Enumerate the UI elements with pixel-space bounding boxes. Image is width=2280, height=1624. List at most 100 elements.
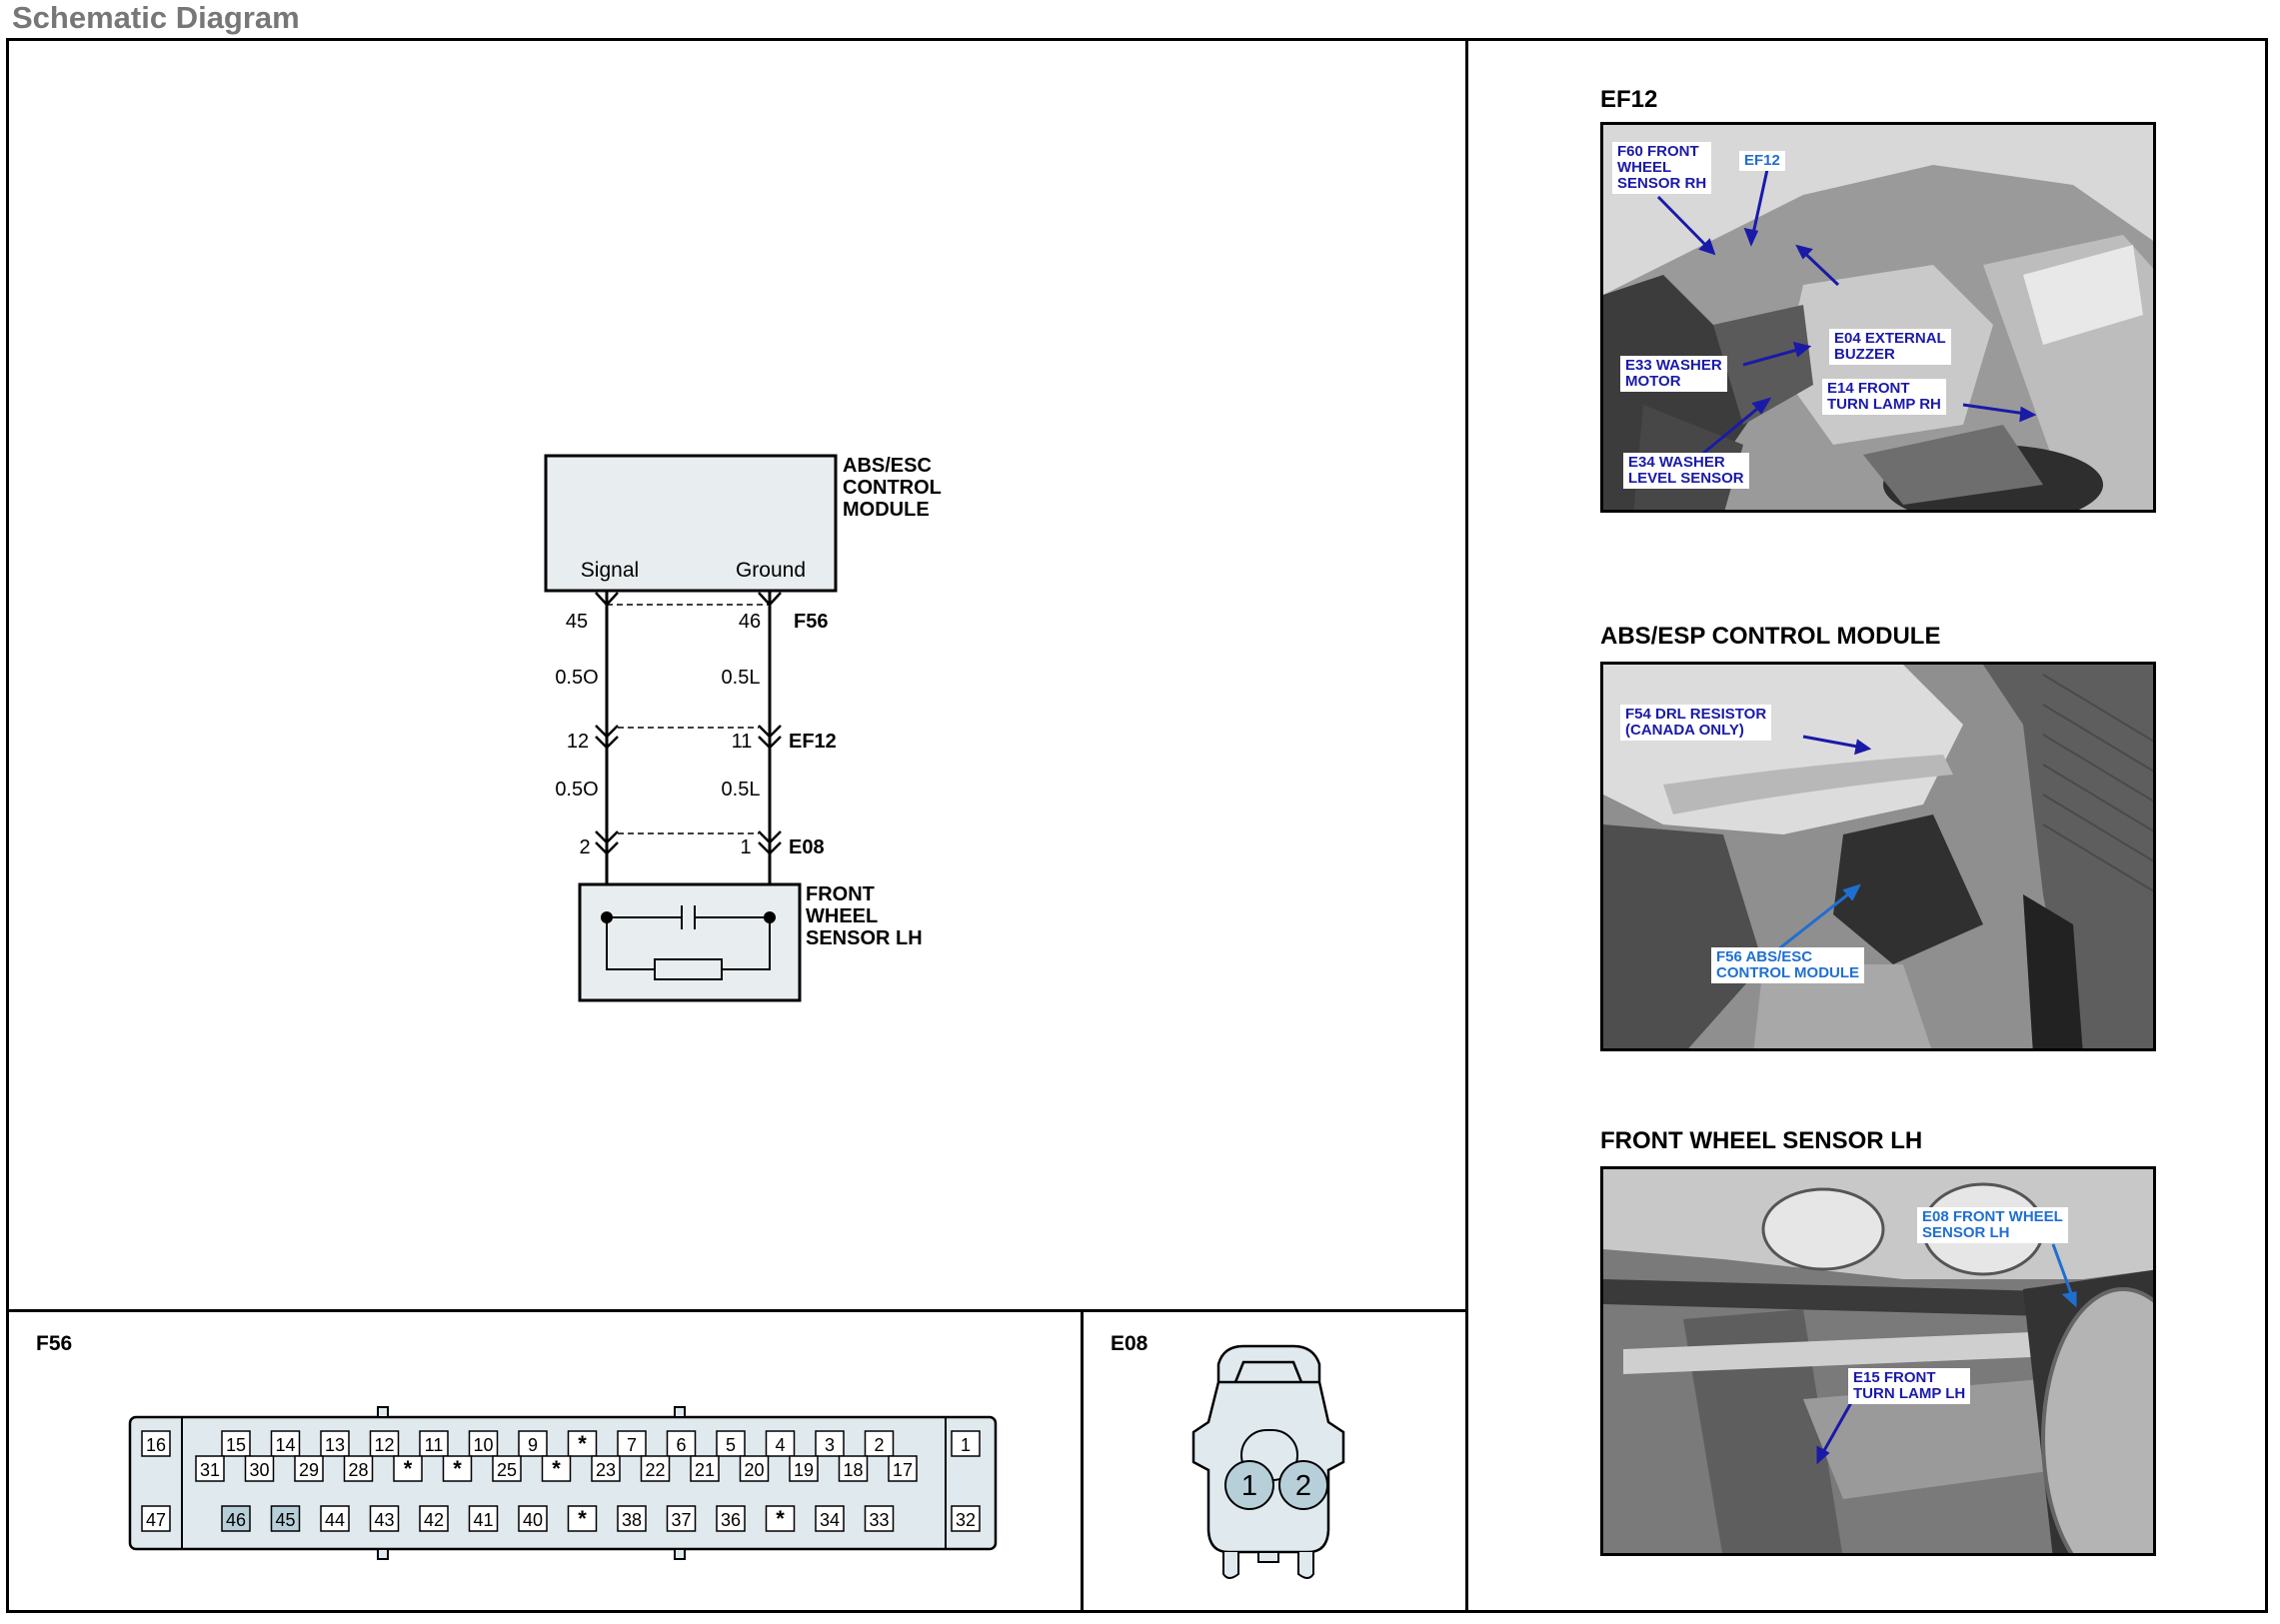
wire-spec-left-2: 0.5O xyxy=(555,779,598,801)
svg-text:22: 22 xyxy=(645,1460,665,1480)
svg-text:45: 45 xyxy=(275,1510,295,1530)
wire-spec-right-2: 0.5L xyxy=(722,779,761,801)
signal-pin-label: Signal xyxy=(581,559,639,582)
f56-pin-row3-10: 37 xyxy=(666,1505,697,1532)
svg-text:*: * xyxy=(453,1456,462,1481)
f56-pin-row2-14: 17 xyxy=(888,1455,918,1482)
callout-e33-washer-motor: E33 WASHER MOTOR xyxy=(1620,356,1727,392)
svg-text:47: 47 xyxy=(146,1510,166,1530)
svg-text:19: 19 xyxy=(794,1460,814,1480)
sensor-label-line3: SENSOR LH xyxy=(806,927,923,949)
svg-text:17: 17 xyxy=(893,1460,913,1480)
e08-connector-name: E08 xyxy=(789,836,825,858)
callout-e15-front-turn-lamp-lh: E15 FRONT TURN LAMP LH xyxy=(1848,1368,1971,1404)
svg-text:40: 40 xyxy=(523,1510,543,1530)
ef12-terminal-right-b xyxy=(758,736,782,750)
f56-pin-row2-5: * xyxy=(442,1455,473,1482)
e08-connector-view: 1 2 xyxy=(1191,1344,1345,1579)
svg-text:29: 29 xyxy=(299,1460,319,1480)
e08-pin-2-circle xyxy=(1278,1460,1328,1510)
f56-key-top-1 xyxy=(377,1406,389,1418)
callout-e34-washer-level-sensor: E34 WASHER LEVEL SENSOR xyxy=(1623,453,1749,489)
f56-pin-row2-2: 29 xyxy=(294,1455,324,1482)
svg-text:*: * xyxy=(776,1506,785,1531)
page-title: Schematic Diagram xyxy=(12,0,300,35)
f56-pin-row1-14: 2 xyxy=(864,1430,895,1457)
svg-text:15: 15 xyxy=(226,1435,246,1455)
svg-text:12: 12 xyxy=(374,1435,394,1455)
svg-text:18: 18 xyxy=(843,1460,863,1480)
callout-f56-abs-esc-control-module: F56 ABS/ESC CONTROL MODULE xyxy=(1711,947,1865,983)
f56-pin-row1-12: 4 xyxy=(765,1430,796,1457)
svg-text:10: 10 xyxy=(473,1435,493,1455)
f56-pin-row2-12: 19 xyxy=(789,1455,819,1482)
module-label: ABS/ESC CONTROL MODULE xyxy=(843,455,947,521)
svg-text:3: 3 xyxy=(825,1435,835,1455)
f56-pin-row2-0: 31 xyxy=(195,1455,225,1482)
ef12-terminal-left-a xyxy=(595,725,619,739)
f56-pin-right: 46 xyxy=(739,611,761,633)
f56-pin-row3-11: 36 xyxy=(716,1505,746,1532)
e08-connector-title: E08 xyxy=(1111,1332,1148,1355)
abs-esc-module-box xyxy=(544,454,838,593)
svg-text:*: * xyxy=(552,1456,561,1481)
e08-pin-1-label: 1 xyxy=(1241,1470,1257,1502)
svg-text:2: 2 xyxy=(874,1435,884,1455)
main-vertical-divider xyxy=(1465,38,1468,1613)
e08-terminal-left-b xyxy=(595,841,619,855)
f56-pin-row1-10: 6 xyxy=(666,1430,697,1457)
abs-esp-module-location-photo: F54 DRL RESISTOR (CANADA ONLY) F56 ABS/E… xyxy=(1600,662,2156,1051)
callout-e14-front-turn-lamp-rh: E14 FRONT TURN LAMP RH xyxy=(1822,379,1946,415)
f56-pin-row3-1: 46 xyxy=(221,1505,251,1532)
f56-pin-row1-5: 11 xyxy=(419,1430,449,1457)
ef12-pin-left: 12 xyxy=(567,731,589,753)
f56-pin-row3-6: 41 xyxy=(468,1505,499,1532)
f56-pin-row1-13: 3 xyxy=(815,1430,845,1457)
f56-pin-row2-7: * xyxy=(541,1455,572,1482)
svg-text:9: 9 xyxy=(528,1435,538,1455)
location-title-ef12: EF12 xyxy=(1600,86,1658,113)
f56-pin-row1-3: 13 xyxy=(320,1430,350,1457)
f56-pin-16: 16 xyxy=(141,1430,171,1457)
f56-pin-row3-2: 45 xyxy=(270,1505,301,1532)
svg-text:43: 43 xyxy=(374,1510,394,1530)
e08-pin-2-label: 2 xyxy=(1295,1470,1311,1502)
svg-text:46: 46 xyxy=(226,1510,246,1530)
svg-text:*: * xyxy=(404,1456,413,1481)
e08-terminal-left-a xyxy=(595,830,619,844)
f56-connector-name: F56 xyxy=(794,611,828,633)
module-label-line2: CONTROL xyxy=(843,477,942,499)
f56-key-top-2 xyxy=(674,1406,686,1418)
f56-pin-row2-3: 28 xyxy=(343,1455,374,1482)
f56-pin-row1-2: 14 xyxy=(270,1430,301,1457)
f56-pin-row1-9: 7 xyxy=(617,1430,647,1457)
wire-spec-left-1: 0.5O xyxy=(555,667,598,689)
e08-latch xyxy=(1233,1360,1303,1383)
connector-panel-divider xyxy=(6,1309,1467,1312)
f56-pin-row3-9: 38 xyxy=(617,1505,647,1532)
f56-pin-row1-6: 10 xyxy=(468,1430,499,1457)
location-title-abs-esp-control-module: ABS/ESP CONTROL MODULE xyxy=(1600,623,1941,650)
f56-pin-1: 1 xyxy=(951,1430,981,1457)
svg-text:30: 30 xyxy=(249,1460,269,1480)
front-wheel-sensor-box xyxy=(578,882,802,1002)
f56-pin-left: 45 xyxy=(566,611,588,633)
wire-spec-right-1: 0.5L xyxy=(722,667,761,689)
svg-text:42: 42 xyxy=(424,1510,444,1530)
svg-text:7: 7 xyxy=(627,1435,637,1455)
callout-e04-external-buzzer: E04 EXTERNAL BUZZER xyxy=(1829,329,1951,365)
svg-text:25: 25 xyxy=(497,1460,517,1480)
ef12-terminal-left-b xyxy=(595,736,619,750)
svg-text:38: 38 xyxy=(622,1510,642,1530)
ef12-connector-name: EF12 xyxy=(789,731,837,753)
svg-text:14: 14 xyxy=(275,1435,295,1455)
svg-text:33: 33 xyxy=(869,1510,889,1530)
svg-text:23: 23 xyxy=(596,1460,616,1480)
f56-pin-47: 47 xyxy=(141,1505,171,1532)
svg-text:11: 11 xyxy=(425,1435,444,1455)
callout-f60-front-wheel-sensor-rh: F60 FRONT WHEEL SENSOR RH xyxy=(1612,142,1712,194)
svg-text:16: 16 xyxy=(146,1435,166,1455)
module-label-line3: MODULE xyxy=(843,499,930,521)
e08-pin-left: 2 xyxy=(579,836,590,858)
